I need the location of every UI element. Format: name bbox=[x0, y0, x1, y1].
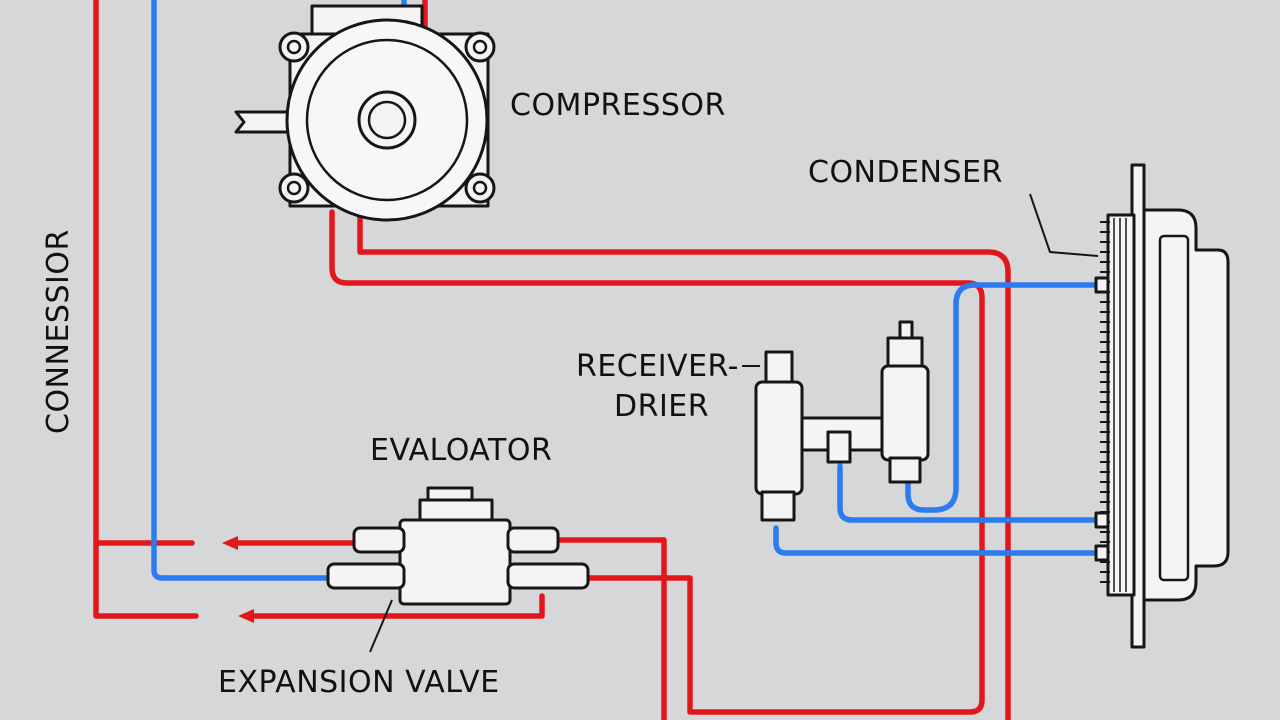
leader-lines bbox=[369, 193, 1099, 653]
hot-line-left-outer bbox=[93, 0, 195, 546]
hot-line-compressor-to-condenser-outer bbox=[329, 209, 985, 715]
evaporator-right-lower-port bbox=[506, 562, 590, 590]
evaporator-left-lower-port bbox=[326, 562, 406, 590]
evaporator-body bbox=[398, 518, 512, 606]
receiver-fitting bbox=[826, 430, 852, 464]
cold-line-left bbox=[151, 0, 333, 581]
evaporator-label: EVALOATOR bbox=[370, 433, 552, 468]
condenser-leader bbox=[1029, 193, 1099, 257]
compressor-ear-br-hole bbox=[472, 180, 488, 196]
compressor-shaft bbox=[234, 110, 292, 134]
receiver-drier-label-line1: RECEIVER- bbox=[576, 349, 739, 384]
evaporator-icon bbox=[326, 486, 590, 606]
compressor-ear-bl bbox=[278, 172, 310, 204]
condenser-panel bbox=[1158, 234, 1190, 582]
compressor-ear-tl-hole bbox=[286, 39, 302, 55]
condenser-label: CONDENSER bbox=[808, 155, 1003, 190]
cold-lines bbox=[151, 0, 1099, 581]
hot-line-compressor-to-condenser-inner bbox=[357, 209, 1011, 720]
receiver-drier-icon bbox=[754, 320, 930, 522]
compressor-ear-br bbox=[464, 172, 496, 204]
receiver-drier-label-line2: DRIER bbox=[614, 389, 709, 424]
evaporator-left-upper-port bbox=[352, 526, 406, 554]
hot-line-left-lower bbox=[93, 540, 199, 619]
flow-arrow-lower bbox=[238, 609, 254, 623]
compressor-ear-bl-hole bbox=[286, 180, 302, 196]
hot-line-evap-return-lower bbox=[243, 593, 545, 619]
condenser-port-1 bbox=[1094, 276, 1110, 294]
receiver-right-base bbox=[888, 456, 922, 484]
vertical-side-label: CONNESSIOR bbox=[41, 229, 76, 434]
compressor-label: COMPRESSOR bbox=[510, 88, 726, 123]
condenser-port-2 bbox=[1094, 511, 1110, 529]
cold-line-condenser-upper bbox=[905, 282, 1099, 513]
receiver-left-cap bbox=[764, 350, 794, 386]
compressor-hub bbox=[357, 90, 417, 150]
compressor-ear-tl bbox=[278, 31, 310, 63]
cold-line-condenser-middle bbox=[837, 463, 1099, 523]
hot-line-evap-right-upper bbox=[553, 537, 667, 720]
condenser-icon bbox=[1094, 163, 1230, 649]
evaporator-right-upper-port bbox=[506, 526, 560, 554]
expansion-valve-leader bbox=[369, 599, 393, 653]
receiver-right-body bbox=[880, 364, 930, 462]
flow-arrows bbox=[222, 536, 254, 623]
compressor-ear-tr-hole bbox=[472, 39, 488, 55]
hot-lines bbox=[93, 0, 1011, 720]
expansion-valve-label: EXPANSION VALVE bbox=[218, 665, 500, 700]
condenser-fins bbox=[1100, 221, 1110, 583]
condenser-port-3 bbox=[1094, 544, 1110, 562]
compressor-ear-tr bbox=[464, 31, 496, 63]
compressor-hub-inner bbox=[367, 100, 407, 140]
receiver-left-base bbox=[760, 490, 796, 522]
flow-arrow-upper bbox=[222, 536, 238, 550]
receiver-left-body bbox=[754, 380, 804, 496]
compressor-mid-ring bbox=[305, 38, 469, 202]
condenser-fin-ticks bbox=[1113, 218, 1127, 592]
cold-line-condenser-lower bbox=[773, 525, 1099, 556]
condenser-housing bbox=[1142, 208, 1230, 602]
condenser-fin-block bbox=[1106, 213, 1136, 597]
compressor-icon bbox=[234, 4, 496, 222]
